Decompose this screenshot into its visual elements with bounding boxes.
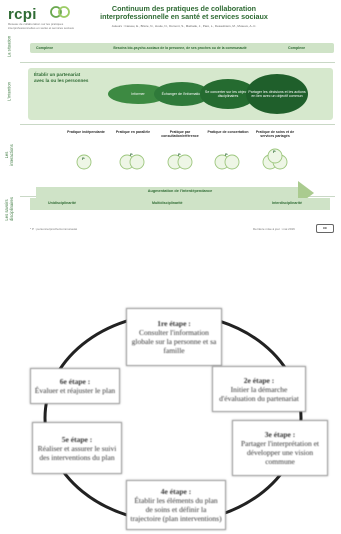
- step-body: Initier la démarche d'évaluation du part…: [219, 384, 299, 403]
- stage-partager: Partager les décisions et les actions en…: [246, 74, 308, 114]
- step-heading: 1re étape :: [157, 319, 191, 328]
- interdependence-arrow: [36, 187, 298, 199]
- cycle-step-6: 6e étape : Évaluer et réajuster le plan: [30, 368, 120, 404]
- practice-icon: [267, 148, 283, 164]
- row-label-savoirs: Les savoirs disciplinaires: [4, 197, 14, 221]
- divider: [20, 124, 335, 125]
- practice-icons: P P P P P: [76, 148, 288, 170]
- stage-concerter: Se concerter sur les objectifs disciplin…: [200, 79, 256, 109]
- row-label-situation: La situation: [6, 35, 12, 58]
- step-heading: 2e étape :: [243, 375, 275, 385]
- update-date: Dernière mise à jour : mai 2016: [253, 227, 295, 231]
- step-body: Établir les éléments du plan de soins et…: [130, 496, 222, 523]
- practice-label: Pratique par consultation/référence: [161, 130, 199, 139]
- discipline-multi: Multidisciplinarité: [152, 201, 183, 205]
- svg-text:P: P: [82, 156, 85, 161]
- discipline-uni: Unidisciplinarité: [48, 201, 76, 205]
- footnote: * P : personne/proche/communauté: [30, 227, 78, 231]
- svg-text:P: P: [130, 152, 133, 157]
- intention-label: Établir un partenariat avec la ou les pe…: [34, 72, 89, 83]
- cycle-step-1: 1re étape : Consulter l'information glob…: [126, 308, 222, 366]
- step-heading: 4e étape :: [160, 487, 192, 496]
- practice-label: Pratique de soins et de services partagé…: [255, 130, 295, 139]
- practice-icon: [177, 154, 193, 170]
- step-body: Évaluer et réajuster le plan: [34, 386, 116, 395]
- practice-icon: [224, 154, 240, 170]
- rcpi-logo: rcpi: [8, 6, 37, 23]
- continuum-infographic: rcpi Réseau de collaboration sur les pra…: [0, 0, 341, 240]
- interdependence-label: Augmentation de l'interdépendance: [147, 189, 213, 193]
- cycle-step-2: 2e étape : Initier la démarche d'évaluat…: [212, 366, 306, 412]
- svg-text:P: P: [225, 152, 228, 157]
- step-body: Réaliser et assurer le suivi des interve…: [37, 443, 117, 462]
- cc-license-icon: cc: [316, 224, 334, 233]
- svg-text:P: P: [178, 152, 181, 157]
- situation-right: Complexe: [288, 46, 306, 50]
- cycle-step-4: 4e étape : Établir les éléments du plan …: [126, 480, 226, 530]
- practice-icon: [129, 154, 145, 170]
- authors: Auteurs : Careau, E., Brière, N., Houle,…: [111, 24, 257, 28]
- stage-informer: Informer: [108, 84, 168, 104]
- svg-text:P: P: [273, 149, 276, 154]
- practice-label: Pratique de concertation: [207, 130, 249, 134]
- cycle-step-3: 3e étape : Partager l'interprétation et …: [232, 420, 328, 476]
- practice-label: Pratique en parallèle: [115, 130, 151, 134]
- step-body: Consulter l'information globale sur la p…: [131, 328, 217, 355]
- discipline-inter: Interdisciplinarité: [272, 201, 302, 205]
- step-heading: 5e étape :: [61, 434, 93, 444]
- step-heading: 3e étape :: [264, 430, 296, 439]
- practice-label: Pratique indépendante: [67, 130, 105, 134]
- page-title: Continuum des pratiques de collaboration…: [100, 4, 268, 21]
- cycle-step-5: 5e étape : Réaliser et assurer le suivi …: [32, 422, 122, 474]
- disciplines-band: [30, 198, 330, 210]
- practice-icon: [76, 154, 92, 170]
- divider: [20, 62, 335, 63]
- step-body: Partager l'interprétation et développer …: [241, 439, 319, 466]
- step-heading: 6e étape :: [59, 377, 91, 386]
- row-label-intention: L'intention: [6, 82, 12, 101]
- situation-band: [30, 43, 334, 53]
- logo-tagline: Réseau de collaboration sur les pratique…: [8, 22, 75, 30]
- row-label-interactions: Les interactions: [4, 144, 14, 166]
- cycle-diagram: 1re étape : Consulter l'information glob…: [0, 290, 341, 534]
- situation-text: Besoins bio-psycho-sociaux de la personn…: [113, 46, 247, 50]
- situation-left: Complexe: [36, 46, 54, 50]
- rcpi-rings-icon: [50, 6, 70, 18]
